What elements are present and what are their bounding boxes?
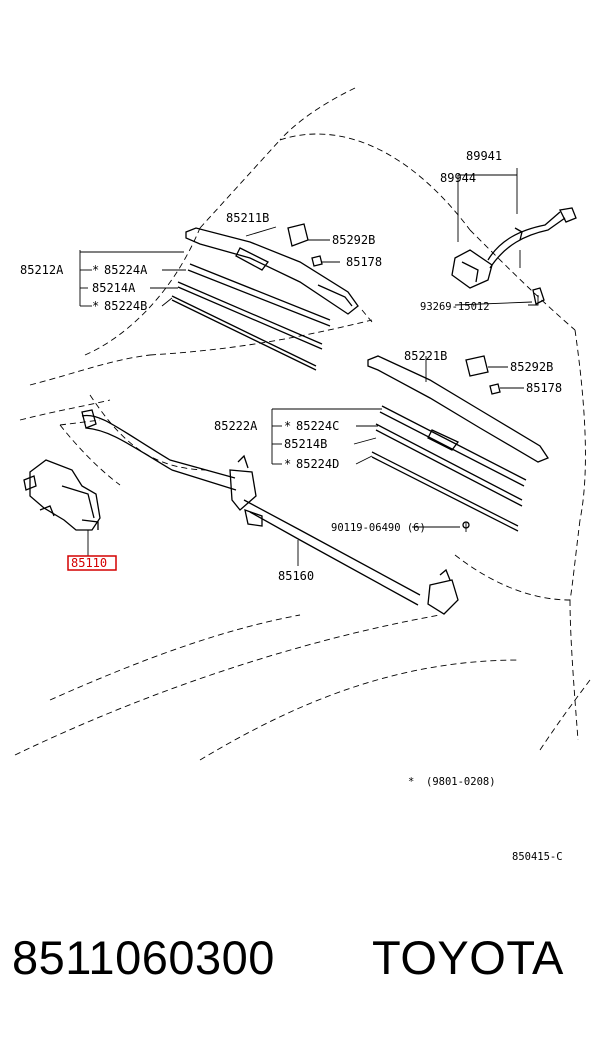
- wiper-motor: [23, 459, 101, 556]
- note-asterisk: *: [408, 776, 414, 788]
- highlight-box-85110: [67, 555, 117, 571]
- wiring-harness-connector: [451, 168, 577, 306]
- callout-85214B: 85214B: [284, 437, 327, 451]
- note-text: (9801-0208): [426, 776, 496, 788]
- callout-85222A: 85222A: [214, 419, 258, 433]
- callout-93269: 93269-15012: [420, 301, 490, 313]
- wiper-linkage: [81, 409, 459, 615]
- callout-85224D: 85224D: [296, 457, 339, 471]
- asterisk-85224B: *: [92, 299, 99, 313]
- part-number: 8511060300: [12, 931, 275, 984]
- callout-85224B: 85224B: [104, 299, 147, 313]
- callout-85212A: 85212A: [20, 263, 64, 277]
- bolt-90119: [462, 521, 470, 529]
- figure-reference: 850415-C: [512, 851, 563, 863]
- callout-85178-top: 85178: [346, 255, 382, 269]
- lower-wiper-arm: [367, 355, 549, 532]
- callout-85292B-top: 85292B: [332, 233, 375, 247]
- callout-85224C: 85224C: [296, 419, 339, 433]
- callout-85224A: 85224A: [104, 263, 148, 277]
- asterisk-85224D: *: [284, 457, 291, 471]
- callout-85110: 85110: [71, 556, 107, 570]
- asterisk-85224A: *: [92, 263, 99, 277]
- footer: 8511060300 TOYOTA: [0, 930, 600, 1020]
- asterisk-85224C: *: [284, 419, 291, 433]
- upper-wiper-arm: [171, 223, 373, 371]
- callout-89941: 89941: [466, 149, 502, 163]
- brand-name: TOYOTA: [372, 931, 564, 984]
- callout-85178-bottom: 85178: [526, 381, 562, 395]
- leader-lines: [79, 226, 533, 532]
- callout-85160: 85160: [278, 569, 314, 583]
- callout-89944: 89944: [440, 171, 476, 185]
- callout-85211B: 85211B: [226, 211, 269, 225]
- callout-85292B-bottom: 85292B: [510, 360, 553, 374]
- callout-90119: 90119-06490 (6): [331, 522, 426, 534]
- callout-85221B: 85221B: [404, 349, 447, 363]
- callout-85214A: 85214A: [92, 281, 136, 295]
- parts-diagram: 89941 89944 85211B 85292B 85178 85212A *…: [14, 87, 591, 863]
